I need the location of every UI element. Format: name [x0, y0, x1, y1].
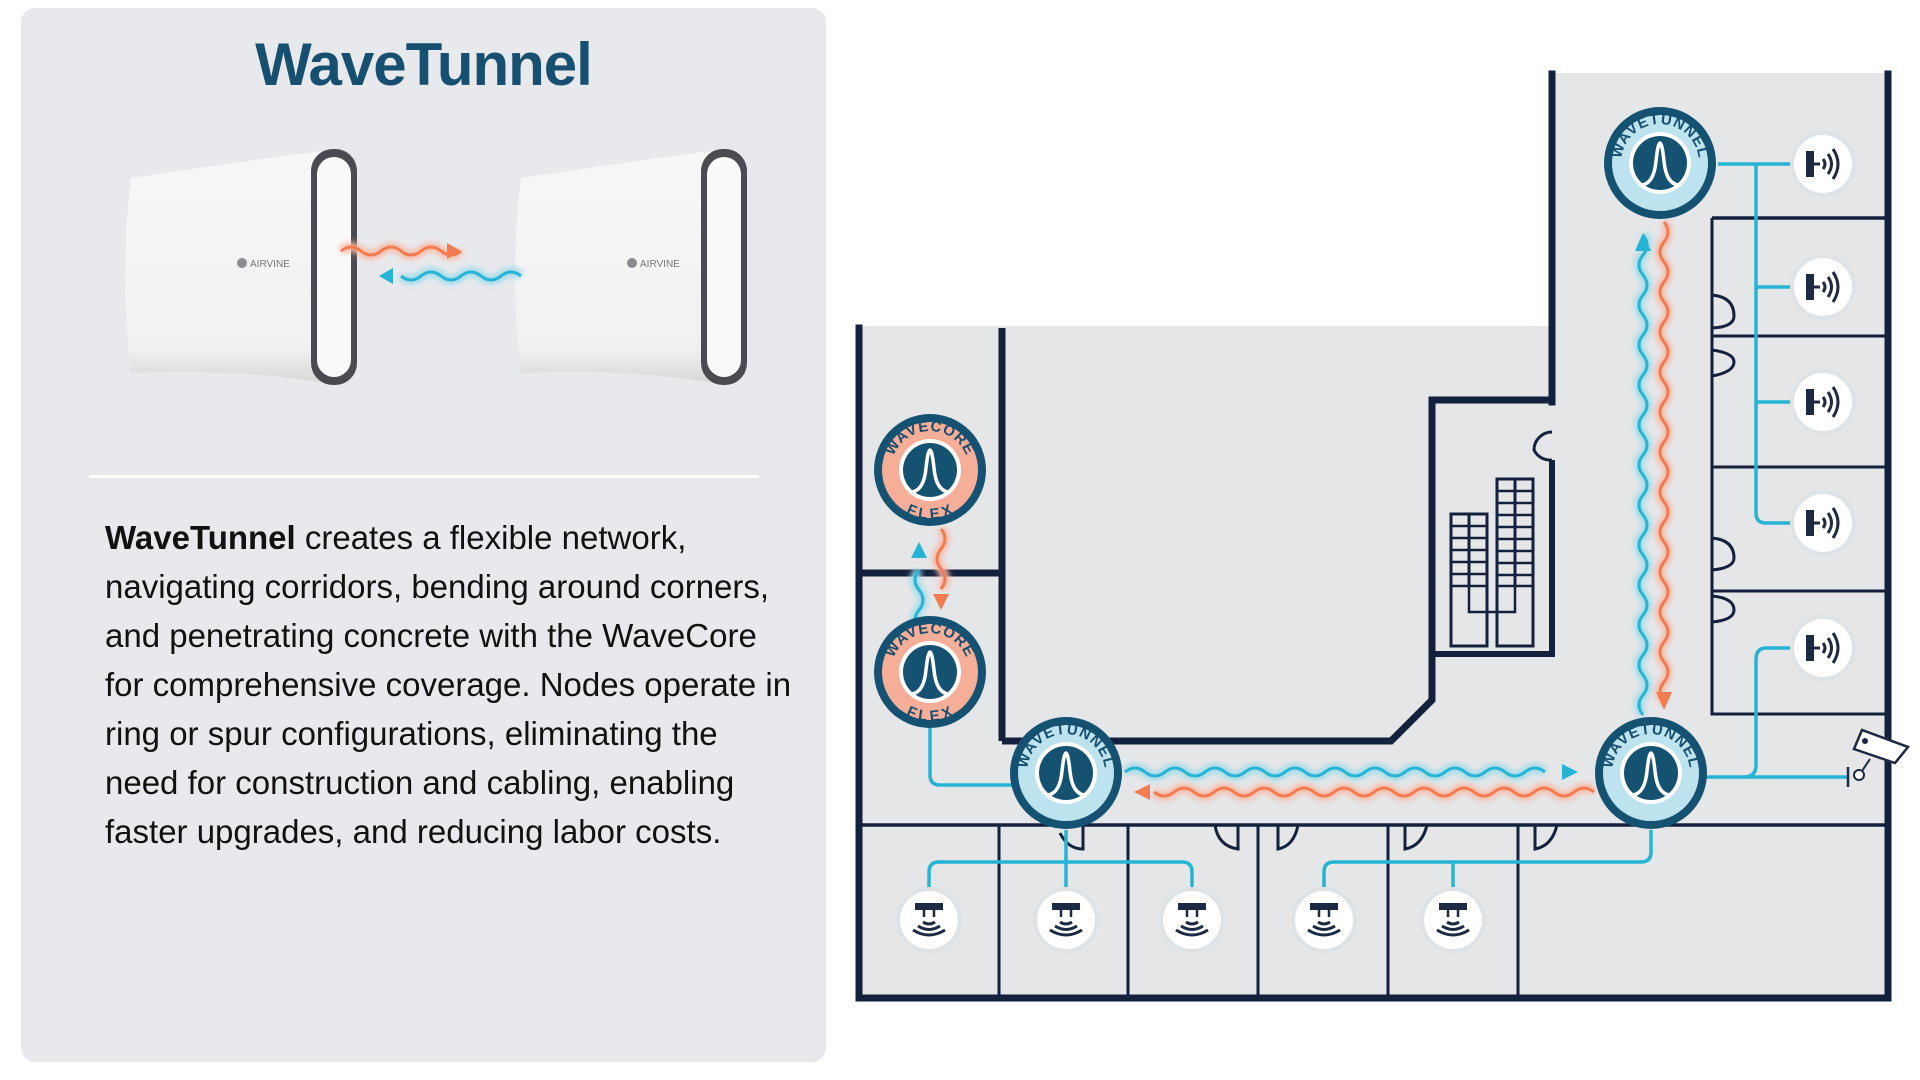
description-text: creates a flexible network, navigating c… — [105, 519, 792, 850]
wireless-signal-corridor-left — [1134, 783, 1597, 801]
wavetunnel-node[interactable]: WAVETUNNEL — [1602, 105, 1718, 221]
wall-access-point-icon[interactable] — [1788, 488, 1858, 558]
wavetunnel-device-left: AIRVINE — [125, 149, 357, 385]
airvine-logo-icon — [627, 258, 637, 268]
device-illustration: AIRVINE AIRVINE — [125, 149, 747, 385]
device-brand: AIRVINE — [640, 259, 680, 270]
signal-out-arrow — [338, 242, 464, 260]
wireless-signal-corridor-right — [1122, 763, 1578, 781]
ceiling-access-point-icon[interactable] — [1418, 885, 1488, 955]
ceiling-access-point-icon[interactable] — [1157, 885, 1227, 955]
ceiling-access-point-icon[interactable] — [1031, 885, 1101, 955]
divider — [89, 475, 759, 478]
description: WaveTunnel creates a flexible network, n… — [105, 513, 795, 856]
wireless-signal-vertical-up — [1634, 232, 1652, 718]
wall-access-point-icon[interactable] — [1788, 129, 1858, 199]
outer-walls — [855, 70, 1892, 1002]
security-camera-icon[interactable] — [1846, 728, 1911, 787]
ceiling-access-point-icon[interactable] — [1289, 885, 1359, 955]
stairs-icon — [1449, 477, 1535, 648]
page-title: WaveTunnel — [255, 31, 593, 98]
wall-access-point-icon[interactable] — [1788, 252, 1858, 322]
interior-walls — [859, 216, 1888, 998]
wireless-signal-vertical-down — [1655, 219, 1673, 710]
wired-links — [927, 162, 1848, 915]
wireless-signal-flex-down — [932, 526, 950, 610]
wall-access-point-icon[interactable] — [1788, 367, 1858, 437]
wavetunnel-device-right: AIRVINE — [515, 149, 747, 385]
info-panel: WaveTunnel AIRVINE AIRVINE — [21, 8, 826, 1062]
wavecore-flex-node[interactable]: WAVECORE FLEX — [872, 412, 988, 528]
ceiling-access-point-icon[interactable] — [894, 885, 964, 955]
signal-in-arrow — [379, 267, 524, 285]
wall-access-point-icon[interactable] — [1788, 613, 1858, 683]
wavetunnel-node[interactable]: WAVETUNNEL — [1593, 715, 1709, 831]
wavecore-flex-node[interactable]: WAVECORE FLEX — [872, 614, 988, 730]
wavetunnel-node[interactable]: WAVETUNNEL — [1008, 715, 1124, 831]
airvine-logo-icon — [237, 258, 247, 268]
description-product-name: WaveTunnel — [105, 519, 296, 556]
device-brand: AIRVINE — [250, 259, 290, 270]
